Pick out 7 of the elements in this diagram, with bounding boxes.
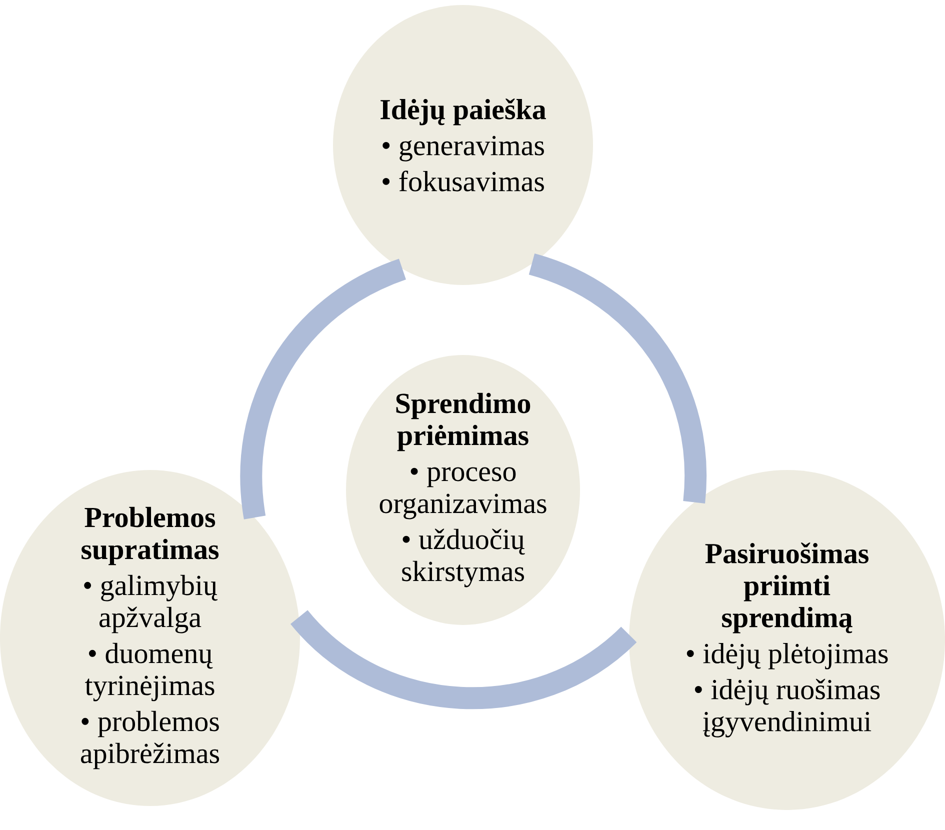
ring-segment <box>291 610 636 709</box>
ellipse-node: Idėjų paieška • generavimas • fokusavimas <box>333 5 593 285</box>
ellipse-node: Sprendimo priėmimas • proceso organizavimas • užduočių skirstymas <box>346 355 580 625</box>
ellipse-node: Pasiruošimas priimti sprendimą • idėjų plėtojimas • idėjų ruošimas įgyvendinimui <box>629 470 945 810</box>
ring-segment <box>240 258 407 519</box>
ellipse-node: Problemos supratimas • galimybių apžvalga • duomenų tyrinėjimas • problemos apibrėžimas <box>0 470 300 806</box>
ring-segment <box>528 254 706 503</box>
